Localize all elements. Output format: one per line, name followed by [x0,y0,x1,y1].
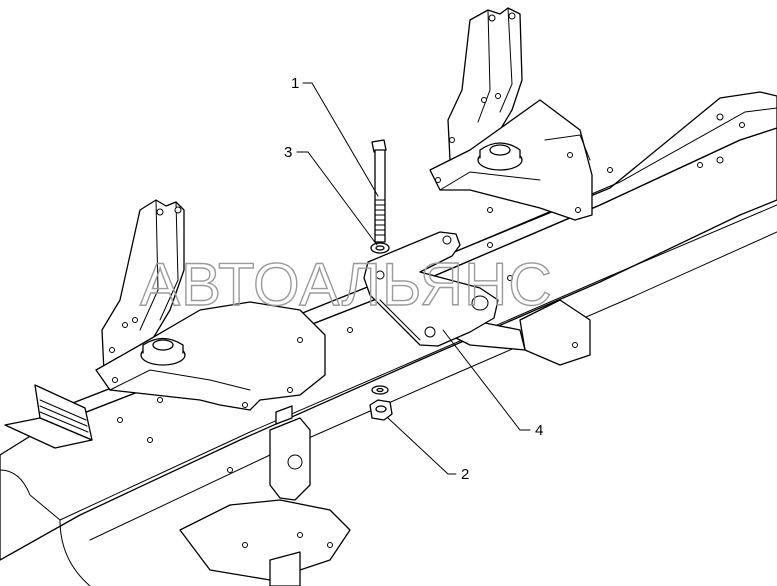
callout-3: 3 [284,144,292,161]
watermark-text: АВТОАЛЬЯНС [140,251,553,318]
callout-1: 1 [291,75,299,92]
callout-4: 4 [535,422,543,439]
bolt [371,139,387,243]
nut-and-washer [369,385,393,421]
callout-2: 2 [461,466,469,483]
spring-washer [370,242,390,254]
mounting-plate [363,231,499,347]
front-upright-bracket [95,199,326,411]
rail-holes [27,113,745,473]
pivot-fitting [179,405,351,586]
left-clip-plate [4,384,93,449]
leader-lines [296,82,531,475]
